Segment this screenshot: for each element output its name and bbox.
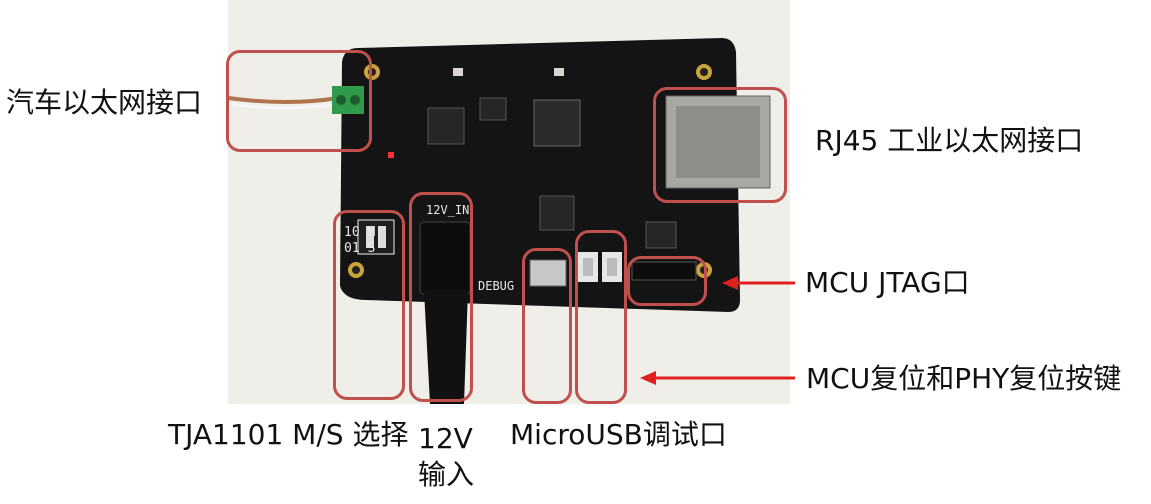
label-mcu-jtag: MCU JTAG口 [805,266,970,299]
callout-ms-select [333,210,405,400]
switch-silk-row1: 10 M [344,225,375,240]
label-automotive-ethernet: 汽车以太网接口 [6,86,203,119]
callout-mcu-jtag [627,256,707,306]
callout-reset-buttons [575,230,627,404]
label-micro-usb: MicroUSB调试口 [510,418,727,451]
label-power-input-line1: 12V [418,422,473,455]
callout-rj45 [653,87,787,203]
callout-automotive-ethernet [226,50,372,152]
label-rj45: RJ45 工业以太网接口 [815,124,1084,157]
callout-micro-usb [522,248,572,404]
power-jack-silk: 12V_IN [426,203,469,217]
label-power-input-line2: 输入 [418,458,475,491]
label-reset-buttons: MCU复位和PHY复位按键 [806,362,1122,395]
switch-silk-row2: 01 S [344,241,375,256]
debug-silk: DEBUG [478,279,514,293]
label-ms-select: TJA1101 M/S 选择 [168,418,409,451]
arrow-reset-head [640,371,656,385]
callout-power-input [409,192,473,402]
arrow-jtag-head [722,276,738,290]
